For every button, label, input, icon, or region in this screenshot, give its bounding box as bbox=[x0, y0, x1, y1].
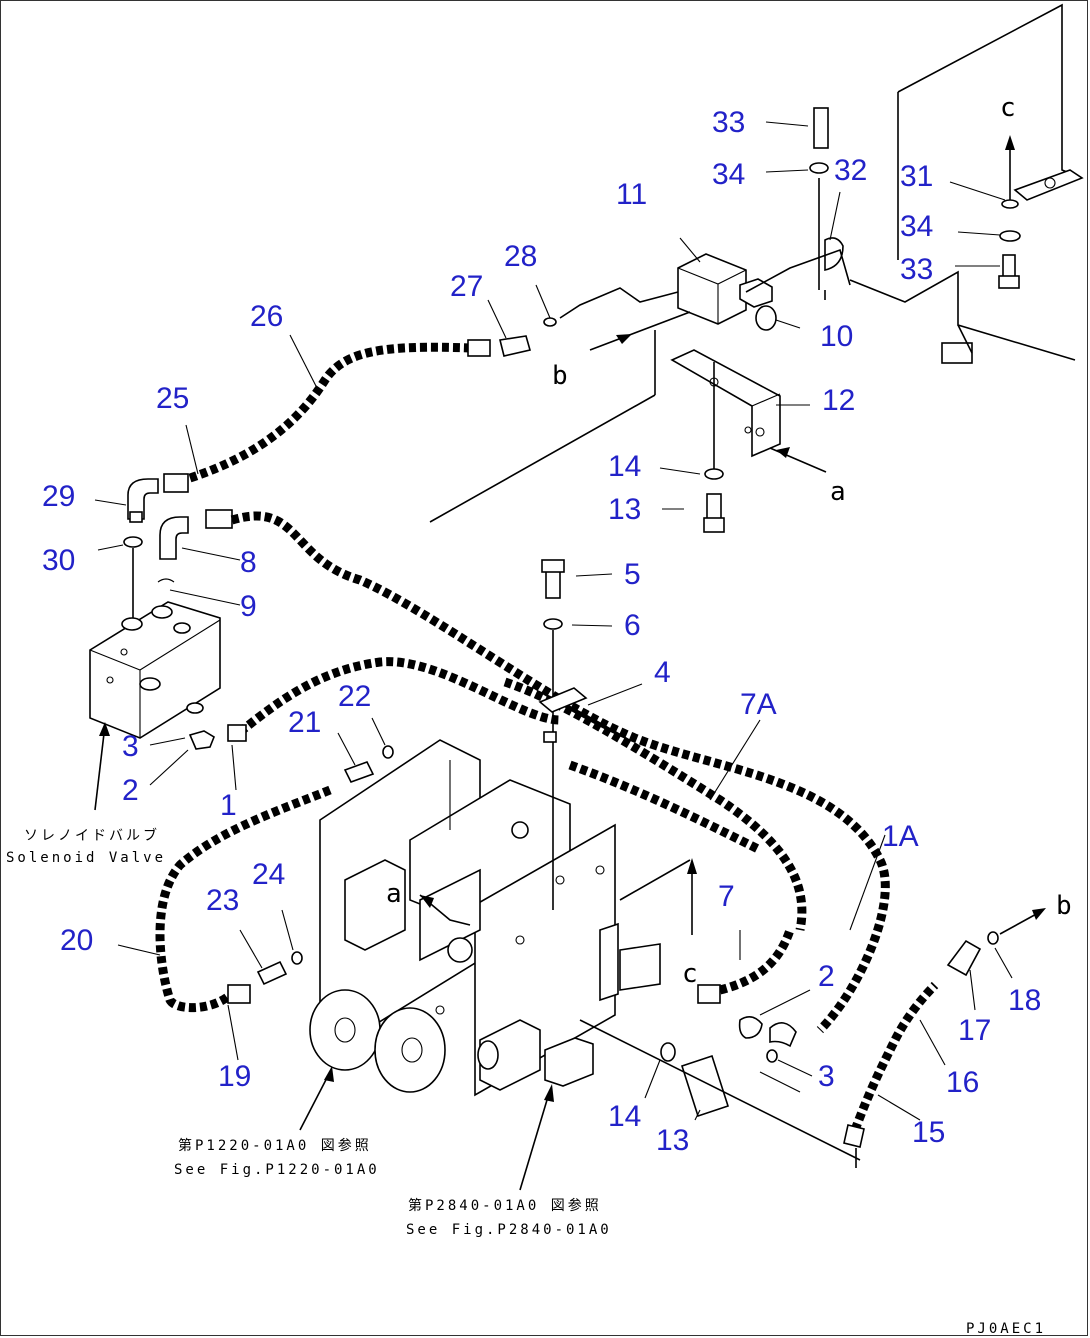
callout-15: 15 bbox=[912, 1116, 945, 1149]
callout-13: 13 bbox=[656, 1124, 689, 1157]
hose-15 bbox=[843, 908, 1046, 1168]
fitting-2-right bbox=[697, 928, 813, 1093]
callout-28: 28 bbox=[504, 240, 537, 273]
fitting-21 bbox=[337, 717, 394, 783]
callout-33: 33 bbox=[900, 253, 933, 286]
callout-21: 21 bbox=[288, 706, 321, 739]
callouts: 33 34 32 31 34 33 11 28 27 26 10 12 25 1… bbox=[42, 106, 1041, 1157]
notes: ソレノイドバルブ Solenoid Valve 第P1220-01A0 図参照 … bbox=[6, 827, 1046, 1337]
pump-assembly bbox=[309, 739, 661, 1097]
hose-1 bbox=[227, 657, 561, 791]
hose-1A bbox=[230, 511, 890, 1048]
callout-11: 11 bbox=[616, 178, 647, 211]
callout-4: 4 bbox=[654, 656, 671, 689]
callout-9: 9 bbox=[240, 590, 257, 623]
callout-7: 7 bbox=[718, 880, 735, 913]
ref2-label-en: See Fig.P2840-01A0 bbox=[406, 1222, 612, 1238]
view-letters: c b a a c b bbox=[386, 93, 1072, 989]
solenoid-label-jp: ソレノイドバルブ bbox=[24, 827, 160, 844]
callout-8: 8 bbox=[240, 546, 257, 579]
drawing-code: PJ0AEC1 bbox=[966, 1321, 1046, 1337]
callout-12: 12 bbox=[822, 384, 855, 417]
callout-27: 27 bbox=[450, 270, 483, 303]
callout-29: 29 bbox=[42, 480, 75, 513]
view-arrow-a-mid bbox=[419, 894, 471, 926]
callout-14: 14 bbox=[608, 1100, 641, 1133]
view-letter-c: c bbox=[1000, 93, 1016, 123]
callout-33: 33 bbox=[712, 106, 745, 139]
ref-arrows bbox=[299, 1066, 554, 1191]
callout-23: 23 bbox=[206, 884, 239, 917]
callout-22: 22 bbox=[338, 680, 371, 713]
view-letter-b: b bbox=[552, 361, 568, 391]
view-letter-b: b bbox=[1056, 891, 1072, 921]
callout-5: 5 bbox=[624, 558, 641, 591]
callout-25: 25 bbox=[156, 382, 189, 415]
callout-10: 10 bbox=[820, 320, 853, 353]
callout-3: 3 bbox=[818, 1060, 835, 1093]
clamp-4 bbox=[538, 559, 643, 910]
ref2-label-jp: 第P2840-01A0 図参照 bbox=[408, 1197, 602, 1214]
callout-30: 30 bbox=[42, 544, 75, 577]
callout-2: 2 bbox=[818, 960, 835, 993]
callout-34: 34 bbox=[712, 158, 745, 191]
callout-31: 31 bbox=[900, 160, 933, 193]
view-arrow-c-top bbox=[1005, 135, 1015, 200]
bolt-33-top bbox=[765, 107, 844, 300]
view-letter-a: a bbox=[830, 477, 846, 507]
callout-1A: 1A bbox=[882, 820, 919, 853]
callout-26: 26 bbox=[250, 300, 283, 333]
callout-14: 14 bbox=[608, 450, 641, 483]
valve-block-11 bbox=[559, 237, 851, 331]
callout-16: 16 bbox=[946, 1066, 979, 1099]
callout-13: 13 bbox=[608, 493, 641, 526]
hose-20 bbox=[117, 785, 332, 1061]
callout-18: 18 bbox=[1008, 984, 1041, 1017]
callout-2: 2 bbox=[122, 774, 139, 807]
callout-17: 17 bbox=[958, 1014, 991, 1047]
ref1-label-en: See Fig.P1220-01A0 bbox=[174, 1162, 380, 1178]
callout-34: 34 bbox=[900, 210, 933, 243]
cab-panel bbox=[849, 3, 1084, 364]
view-arrow-7 bbox=[619, 858, 697, 935]
callout-32: 32 bbox=[834, 154, 867, 187]
solenoid-label-en: Solenoid Valve bbox=[6, 850, 166, 866]
bolt-33-right bbox=[998, 199, 1021, 289]
bracket-12 bbox=[429, 330, 827, 523]
bolt-13-lower bbox=[579, 1019, 861, 1161]
fitting-23 bbox=[239, 909, 303, 986]
ref1-label-jp: 第P1220-01A0 図参照 bbox=[178, 1137, 372, 1154]
callout-3: 3 bbox=[122, 730, 139, 763]
callout-20: 20 bbox=[60, 924, 93, 957]
solenoid-valve-block bbox=[89, 601, 221, 811]
callout-7A: 7A bbox=[740, 688, 777, 721]
view-letter-a: a bbox=[386, 879, 402, 909]
callout-1: 1 bbox=[220, 789, 237, 822]
callout-24: 24 bbox=[252, 858, 285, 891]
hose-26 bbox=[163, 284, 557, 493]
view-arrow-b-top bbox=[589, 311, 691, 351]
bolt-13-top bbox=[659, 467, 725, 533]
callout-19: 19 bbox=[218, 1060, 251, 1093]
view-letter-c: c bbox=[682, 959, 698, 989]
callout-6: 6 bbox=[624, 609, 641, 642]
